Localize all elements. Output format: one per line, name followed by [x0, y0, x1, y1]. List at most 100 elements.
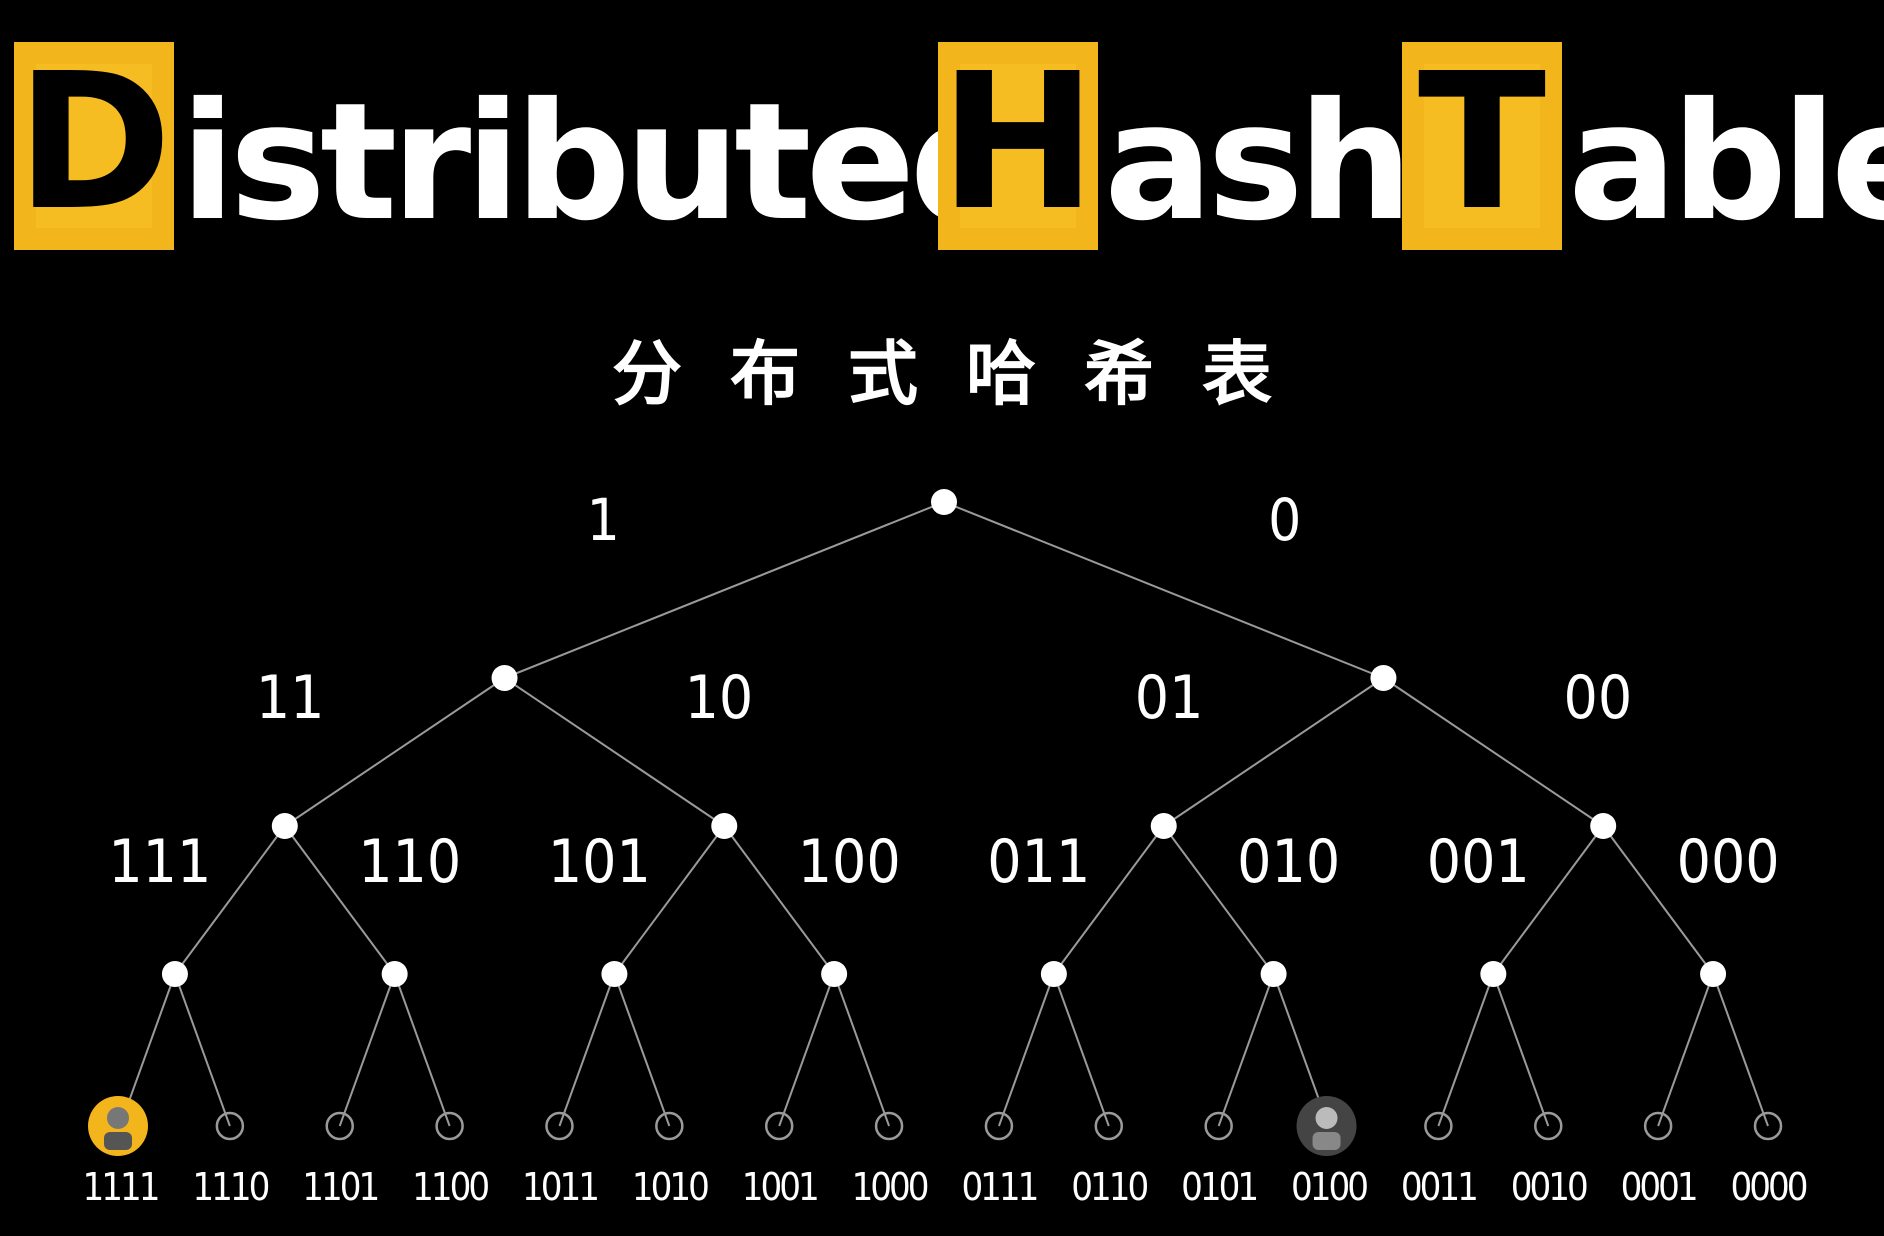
- leaf-node: [655, 1111, 684, 1141]
- tree-edge: [1162, 825, 1275, 975]
- tree-node: [1700, 961, 1727, 987]
- tree-edge: [1492, 825, 1605, 975]
- tree-node: [1150, 813, 1177, 839]
- branch-label: 11: [256, 663, 325, 733]
- leaf-label: 1110: [192, 1165, 268, 1209]
- leaf-node: [764, 1111, 794, 1141]
- avatar-head: [1315, 1107, 1338, 1129]
- branch-label: 000: [1677, 827, 1780, 897]
- branch-label: 00: [1563, 663, 1632, 733]
- branch-label: 001: [1427, 827, 1530, 897]
- initial-letter: D: [15, 33, 173, 252]
- leaf-node: [1753, 1111, 1783, 1141]
- leaf-node: [1094, 1111, 1124, 1141]
- leaf-label: 1011: [522, 1165, 597, 1209]
- leaf-label: 0001: [1621, 1165, 1696, 1209]
- tree-node: [1040, 961, 1067, 987]
- tree-node: [1590, 813, 1617, 839]
- tree-edge: [1163, 677, 1385, 827]
- leaf-label: 1101: [302, 1165, 377, 1209]
- leaf-label: 0010: [1511, 1165, 1587, 1209]
- branch-label: 100: [798, 827, 901, 897]
- tree-node: [1480, 961, 1507, 987]
- leaf-label: 0011: [1401, 1165, 1476, 1209]
- leaf-label: 0100: [1291, 1165, 1367, 1209]
- tree-node: [161, 961, 188, 987]
- word-rest: able: [1568, 69, 1884, 257]
- initial-box: H: [938, 42, 1098, 250]
- tree-edge: [1492, 973, 1550, 1127]
- tree-node: [931, 489, 957, 515]
- tree-edge: [1712, 973, 1769, 1127]
- tree-edge: [284, 677, 506, 827]
- tree-node: [711, 813, 738, 839]
- leaf-label: 1100: [412, 1165, 488, 1209]
- tree-edge: [723, 825, 835, 975]
- leaf-label: 0111: [961, 1165, 1036, 1209]
- leaf-node: [215, 1111, 245, 1141]
- tree-edge: [943, 501, 1384, 679]
- tree-edge: [1052, 973, 1110, 1127]
- branch-label: 10: [685, 663, 754, 733]
- tree-edge: [1053, 825, 1165, 975]
- tree-edge: [174, 825, 286, 975]
- avatar-body: [1312, 1132, 1341, 1150]
- branch-label: 010: [1237, 827, 1340, 897]
- tree-node: [821, 961, 848, 987]
- branch-label: 0: [1268, 486, 1301, 554]
- title-banner: D istributed H ash T able: [0, 36, 1884, 256]
- tree-edge: [504, 501, 945, 679]
- leaf-label: 1111: [83, 1165, 158, 1209]
- branch-label: 101: [548, 827, 651, 897]
- leaf-label: 0101: [1181, 1165, 1256, 1209]
- leaf-node: [874, 1111, 904, 1141]
- tree-edge: [778, 973, 836, 1127]
- avatar-head: [107, 1107, 129, 1129]
- leaf-node: [984, 1111, 1014, 1141]
- title-word-table: T able: [1402, 36, 1884, 256]
- avatar-body: [104, 1132, 132, 1150]
- tree-node: [271, 813, 298, 839]
- leaf-node: [325, 1111, 354, 1141]
- tree-edge: [338, 973, 396, 1127]
- leaf-label: 1000: [852, 1165, 928, 1209]
- tree-edge: [1657, 973, 1715, 1127]
- tree-edge: [173, 973, 231, 1127]
- leaf-label: 1010: [632, 1165, 708, 1209]
- branch-label: 1: [587, 486, 620, 554]
- tree-node: [601, 961, 628, 987]
- tree-edge: [1217, 973, 1275, 1127]
- word-rest: istributed: [180, 69, 1025, 257]
- branch-label: 01: [1135, 663, 1204, 733]
- leaf-node: [1534, 1111, 1563, 1141]
- initial-letter: T: [1417, 33, 1547, 252]
- title-word-hash: H ash: [938, 36, 1413, 257]
- tree-edge: [613, 825, 726, 975]
- tree-edge: [503, 677, 725, 827]
- initial-letter: H: [939, 33, 1097, 252]
- tree-edge: [1437, 973, 1495, 1127]
- word-rest: ash: [1104, 69, 1413, 257]
- tree-edge: [833, 973, 891, 1127]
- tree-edge: [997, 973, 1055, 1127]
- branch-label: 011: [987, 827, 1090, 897]
- title-word-distributed: D istributed: [14, 36, 1025, 257]
- tree-edge: [613, 973, 671, 1127]
- initial-box: D: [14, 42, 174, 250]
- leaf-label: 0000: [1731, 1165, 1807, 1209]
- branch-label: 110: [358, 827, 461, 897]
- subtitle: 分布式哈希表: [612, 333, 1320, 415]
- leaf-node: [435, 1111, 464, 1141]
- tree-node: [491, 665, 518, 691]
- tree-node: [1370, 665, 1397, 691]
- leaf-node: [1204, 1111, 1233, 1141]
- leaf-node: [1424, 1111, 1453, 1141]
- tree-edge: [283, 825, 396, 975]
- leaf-node: [545, 1111, 574, 1141]
- tree-edge: [1602, 825, 1714, 975]
- tree-node: [1260, 961, 1287, 987]
- leaf-label: 1001: [742, 1165, 817, 1209]
- branch-label: 111: [108, 827, 211, 897]
- tree-node: [381, 961, 408, 987]
- tree-edge: [558, 973, 616, 1127]
